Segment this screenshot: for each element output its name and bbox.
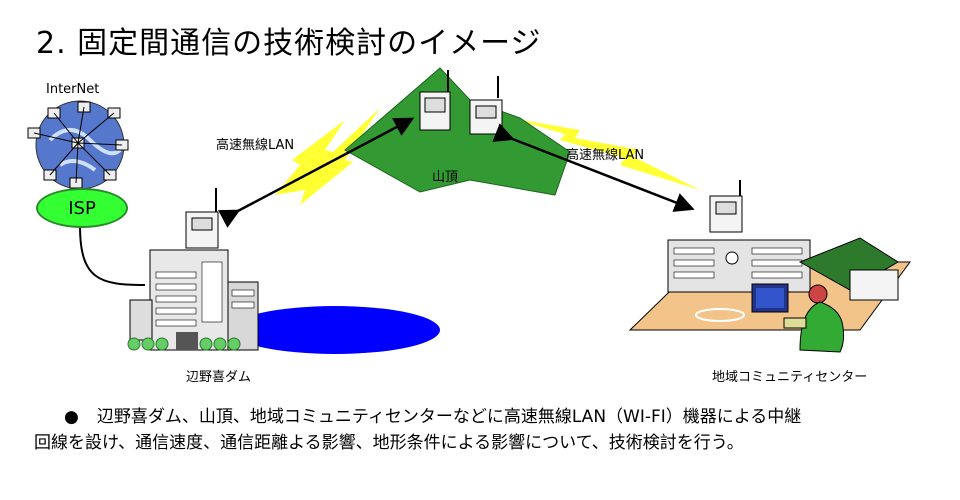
bullet-icon: ● <box>64 407 79 427</box>
network-diagram <box>27 67 911 354</box>
radio-unit-mountain-2-icon <box>469 76 503 135</box>
dam-label: 辺野喜ダム <box>186 370 252 385</box>
internet-globe-icon <box>27 100 129 190</box>
isp-node: ISP <box>36 188 128 228</box>
dam-building-icon <box>127 249 259 351</box>
community-center-label: 地域コミュニティセンター <box>712 370 868 385</box>
description-note: ● 辺野喜ダム、山頂、地域コミュニティセンターなどに高速無線LAN（WI-FI）機… <box>34 404 802 456</box>
note-line-2: 回線を設け、通信速度、通信距離よる影響、地形条件による影響について、技術検討を行… <box>34 433 744 453</box>
mountain-label: 山頂 <box>432 170 459 185</box>
link-arrow-right <box>492 123 695 212</box>
isp-cable <box>79 225 146 286</box>
wireless-lan-label-right: 高速無線LAN <box>566 148 645 163</box>
dam-reservoir-icon <box>230 306 440 354</box>
isp-label: ISP <box>68 197 96 219</box>
internet-label: InterNet <box>46 82 100 97</box>
note-line-1: 辺野喜ダム、山頂、地域コミュニティセンターなどに高速無線LAN（WI-FI）機器… <box>96 407 802 427</box>
radio-unit-center-icon <box>709 180 743 233</box>
community-center-building-icon <box>628 237 911 353</box>
link-arrow-left <box>218 117 415 228</box>
radio-unit-mountain-1-icon <box>419 70 451 131</box>
page-title: 2. 固定間通信の技術検討のイメージ <box>36 26 542 61</box>
wireless-lan-label-left: 高速無線LAN <box>216 138 295 153</box>
radio-unit-dam-icon <box>185 188 219 249</box>
